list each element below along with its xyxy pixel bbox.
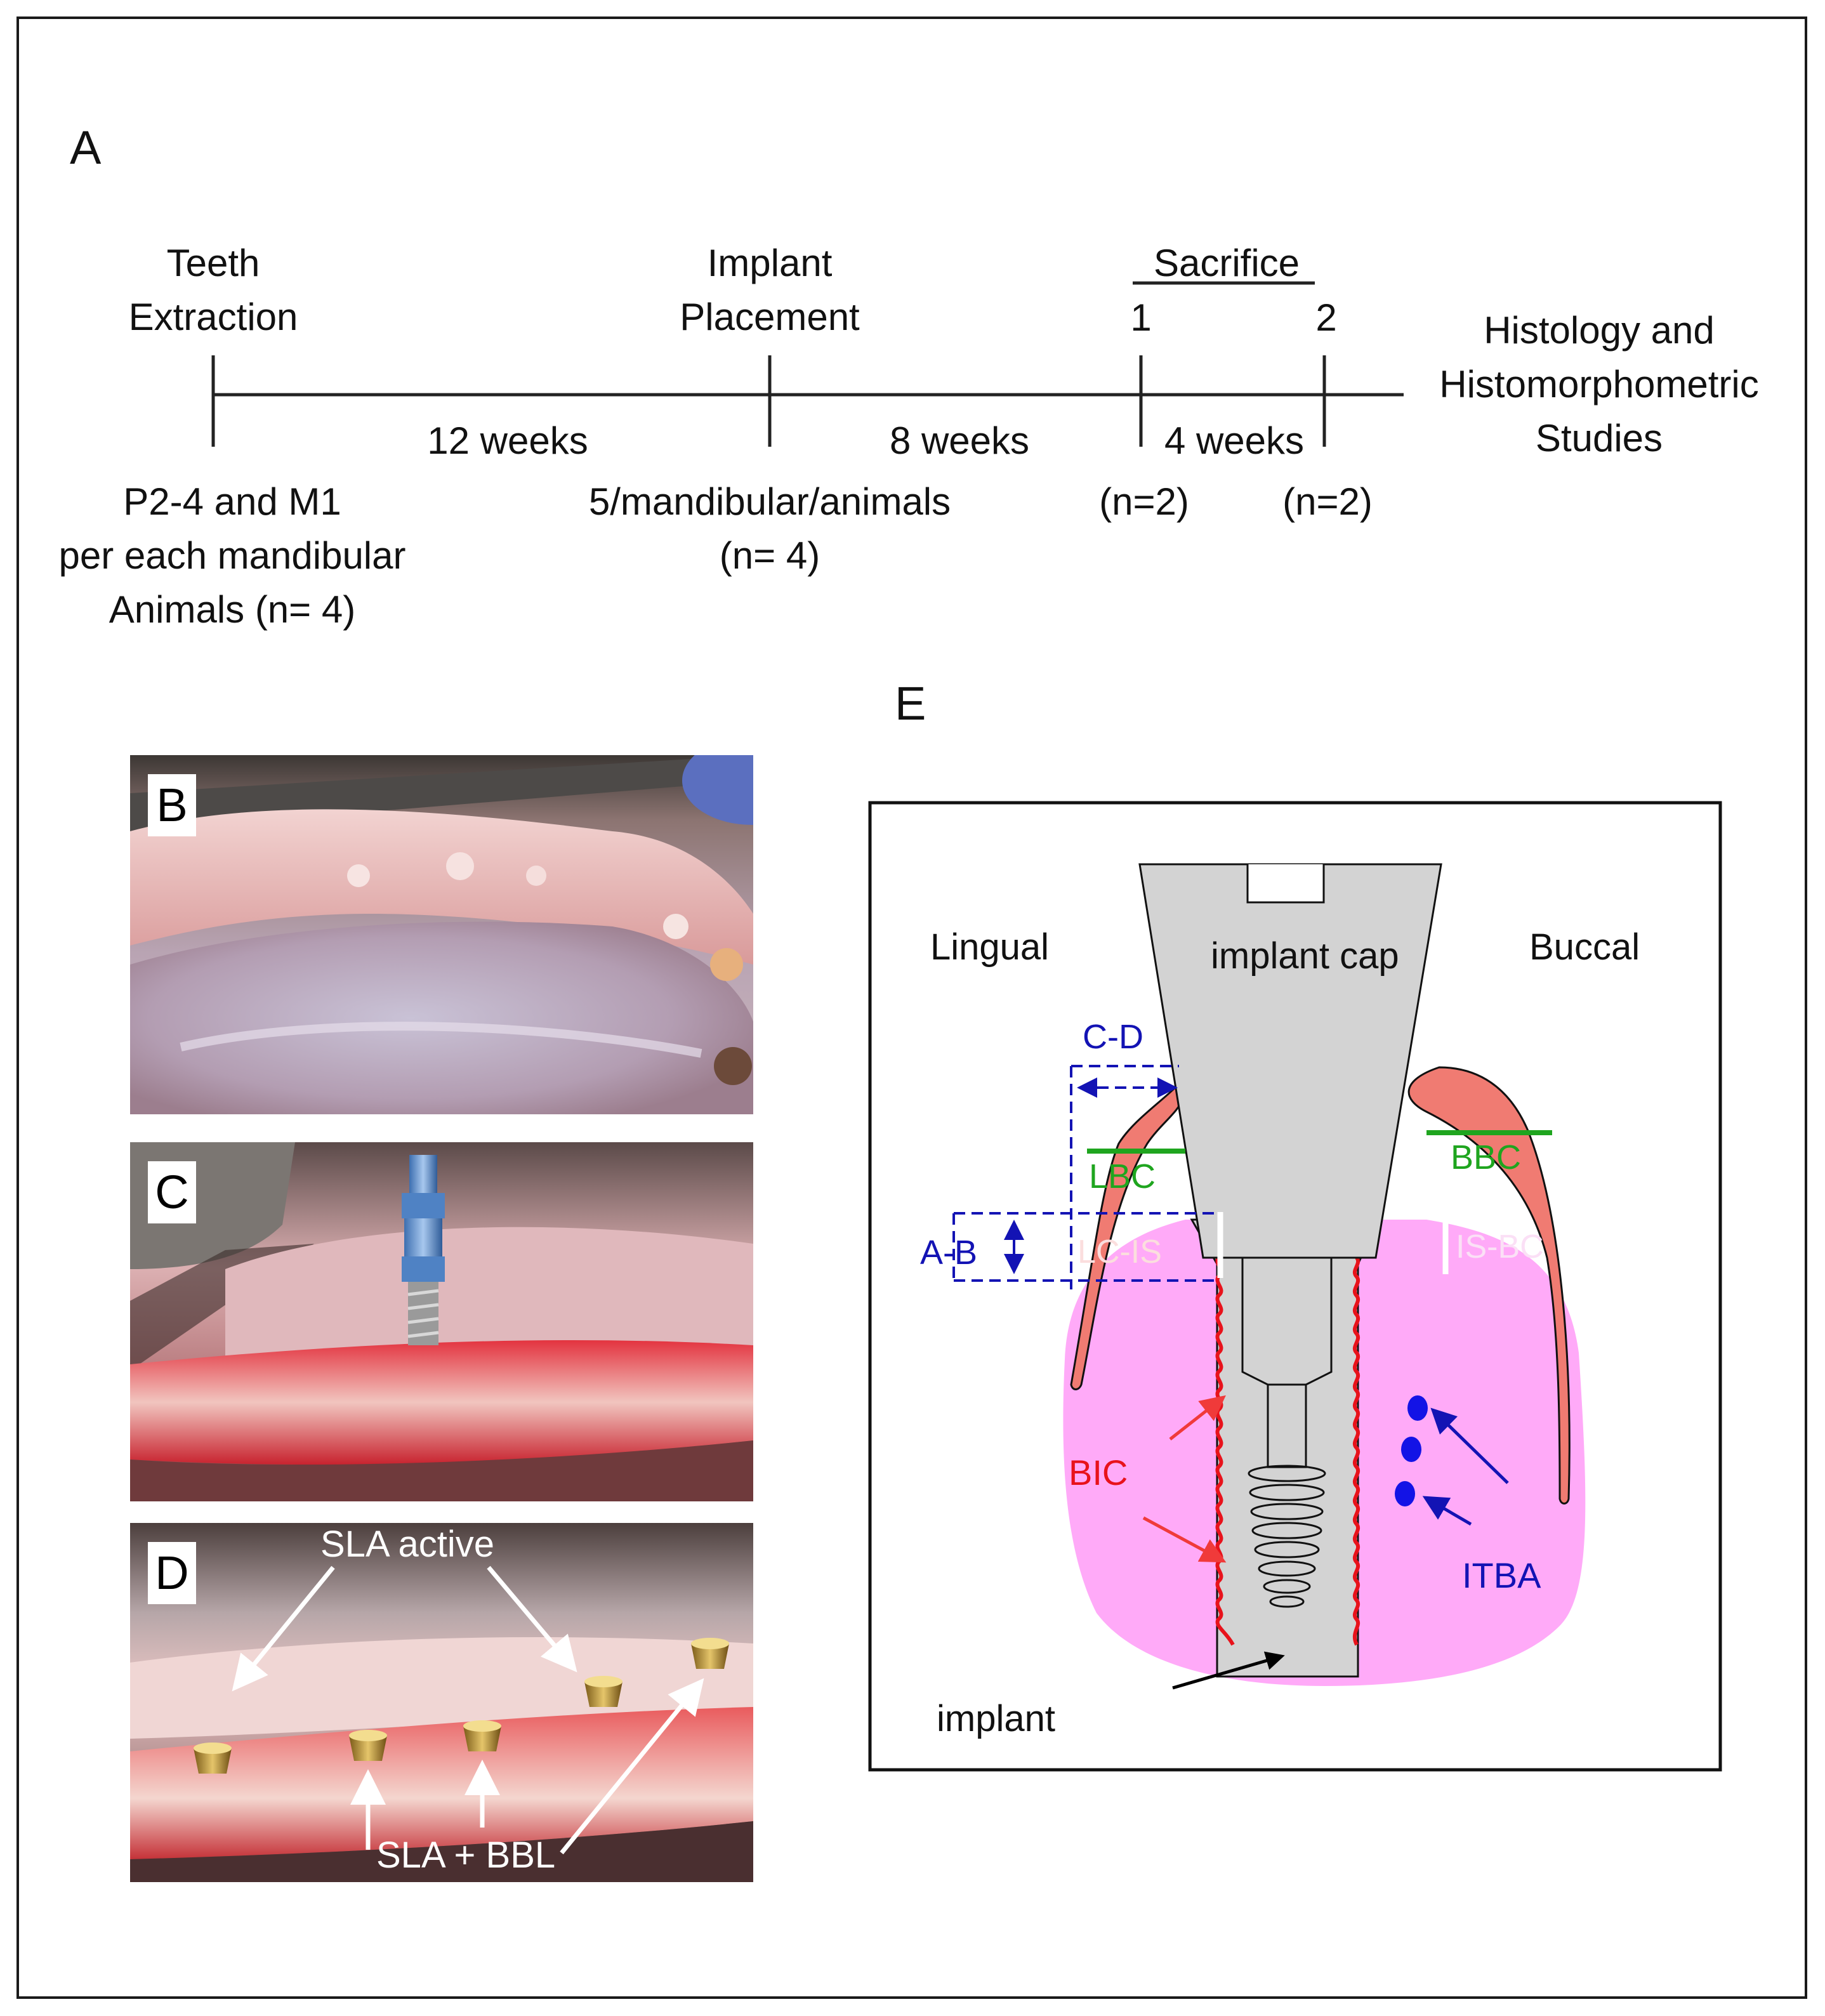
label-implant: implant [937,1698,1055,1739]
screw-thread-8 [1269,1595,1305,1608]
bic-line-buccal [1352,1256,1360,1646]
bic-arrow-2 [1142,1516,1227,1563]
label-ab: A-B [920,1234,977,1272]
itba-mark-3 [1395,1481,1415,1506]
label-bic: BIC [1069,1453,1128,1492]
photo-c: C [130,1142,753,1501]
itba-mark-2 [1401,1437,1421,1462]
label-lc-is: LC-IS [1077,1234,1162,1270]
itba-mark-1 [1407,1395,1428,1421]
screw-thread-5 [1254,1541,1320,1558]
label-extraction-details: P2-4 and M1 per each mandibular Animals … [58,480,406,631]
panel-label-d: D [148,1542,196,1604]
gingiva-lingual [1070,1077,1183,1390]
label-sacrifice-2: 2 [1315,296,1337,339]
label-teeth-extraction: Teeth Extraction [128,242,298,339]
screw-thread-4 [1251,1522,1322,1539]
label-buccal: Buccal [1529,926,1640,968]
photo-d: SLA active SLA + BBL D [130,1523,753,1882]
implant-cap-slot [1246,864,1325,904]
photo-d-arrows [232,1565,704,1855]
bic-line-lingual [1215,1256,1235,1646]
gingiva-buccal [1407,1066,1571,1505]
photo-c-image [130,1142,753,1501]
implant-schematic: Lingual Buccal implant cap C-D A-B LBC B… [868,801,1722,1772]
label-itba: ITBA [1462,1555,1541,1595]
timeline-axis [211,281,1404,447]
arrow-sla-active-right [487,1565,577,1673]
panel-label-b: B [148,774,196,836]
panel-label-a: A [70,121,102,174]
label-sacrifice-1: 1 [1130,296,1152,339]
bic-arrow-1 [1169,1395,1226,1440]
label-implant-placement: Implant Placement [680,242,860,339]
screw-thread-7 [1263,1579,1311,1594]
arrow-sla-active-left [232,1565,335,1692]
label-lbc: LBC [1089,1157,1156,1196]
label-sacrifice-1-n: (n=2) [1099,480,1189,523]
interval-12-weeks: 12 weeks [427,419,588,462]
arrow-sla-bbl-3 [560,1678,704,1855]
implant-cap [1138,863,1442,1259]
screw-thread-2 [1249,1484,1325,1501]
interval-8-weeks: 8 weeks [889,419,1030,462]
panel-label-e: E [895,677,926,730]
implant-arrow [1172,1651,1285,1690]
label-sacrifice: Sacrifice [1153,242,1300,284]
photo-d-image [130,1523,753,1882]
label-lingual: Lingual [930,926,1049,968]
label-sla-bbl: SLA + BBL [376,1835,556,1876]
screw-thread-3 [1250,1503,1324,1520]
photo-b: B [130,755,753,1114]
interval-4-weeks: 4 weeks [1164,419,1305,462]
label-sla-active: SLA active [320,1524,495,1565]
label-histology-studies: Histology and Histomorphometric Studies [1439,309,1759,460]
label-implant-details: 5/mandibular/animals (n= 4) [588,480,951,577]
photo-b-image [130,755,753,1114]
label-implant-cap: implant cap [1211,935,1399,977]
screw-thread-6 [1258,1560,1316,1577]
label-is-bc: IS-BC [1456,1229,1544,1265]
internal-connection [1241,1245,1333,1468]
label-cd: C-D [1083,1018,1143,1056]
label-bbc: BBC [1451,1138,1521,1176]
figure-frame [16,16,1807,1999]
screw-thread-1 [1248,1465,1326,1482]
itba-arrow-1 [1430,1407,1509,1484]
label-sacrifice-2-n: (n=2) [1282,480,1373,523]
itba-arrow-2 [1422,1496,1472,1526]
panel-label-c: C [148,1161,196,1223]
